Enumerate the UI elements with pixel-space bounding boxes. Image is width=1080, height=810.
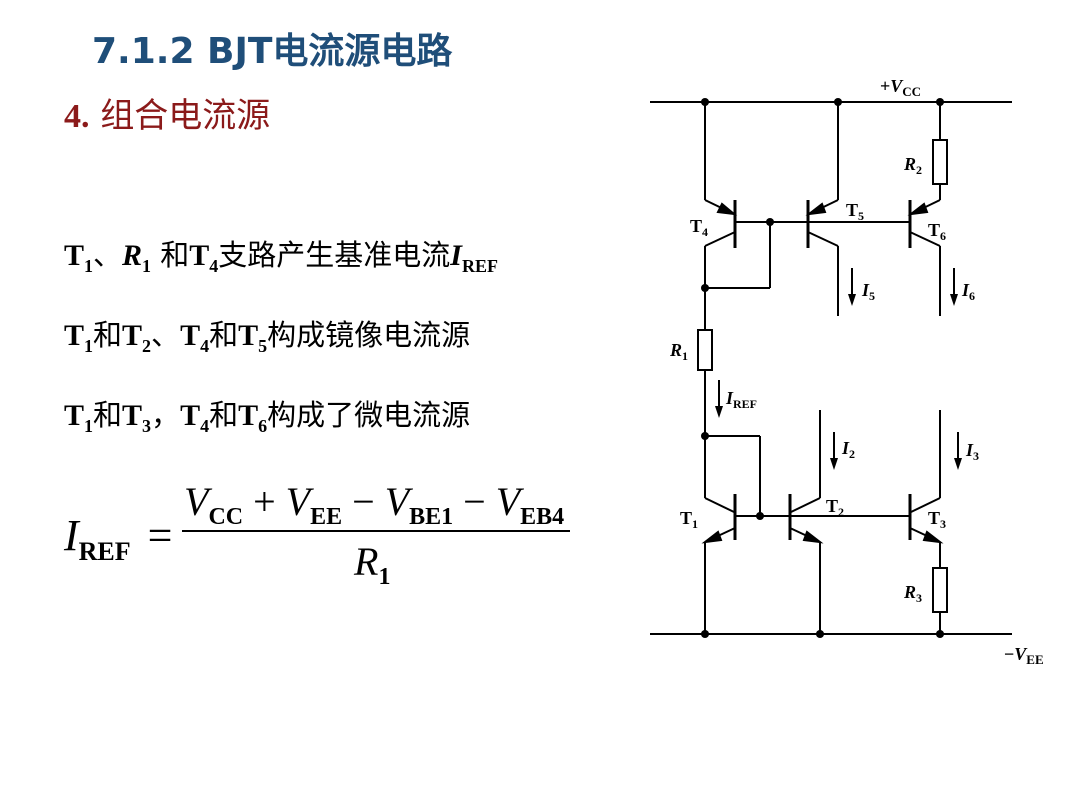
conjunction: 和 bbox=[93, 318, 123, 352]
conjunction: 和 bbox=[209, 398, 239, 432]
r3-label: R3 bbox=[903, 582, 922, 605]
r2-resistor bbox=[932, 139, 948, 185]
i5-label: I5 bbox=[861, 280, 875, 303]
separator: ， bbox=[151, 398, 181, 432]
subscript: 3 bbox=[142, 416, 152, 436]
text-line-1: T1、R1 和T4支路产生基准电流IREF bbox=[64, 232, 498, 277]
text-line-3: T1和T3，T4和T6构成了微电流源 bbox=[64, 392, 470, 437]
line-text: 构成镜像电流源 bbox=[267, 318, 471, 352]
section-title: 组合电流源 bbox=[100, 96, 271, 136]
r-symbol: R bbox=[354, 539, 379, 584]
subscript: 1 bbox=[84, 416, 94, 436]
subscript: 4 bbox=[209, 256, 219, 276]
subscript: REF bbox=[461, 256, 498, 276]
lhs-subscript: REF bbox=[78, 536, 131, 566]
section-heading: 4. 组合电流源 bbox=[64, 88, 270, 137]
t5-emitter-arrow bbox=[805, 202, 827, 216]
subscript: 5 bbox=[258, 336, 268, 356]
fraction-bar bbox=[182, 530, 570, 532]
operator: − bbox=[352, 479, 375, 524]
i2-label: I2 bbox=[841, 438, 855, 461]
t5-label: T5 bbox=[846, 200, 864, 223]
formula-denominator: R1 bbox=[354, 538, 390, 591]
subscript: 2 bbox=[142, 336, 152, 356]
v-symbol: V bbox=[285, 479, 311, 524]
t3-emitter-arrow bbox=[922, 530, 944, 544]
conjunction: 和 bbox=[93, 398, 123, 432]
r1-label: R1 bbox=[669, 340, 688, 363]
subscript: EB4 bbox=[520, 504, 565, 530]
r3-resistor bbox=[932, 567, 948, 613]
iref-label: IREF bbox=[725, 388, 757, 411]
subscript: 4 bbox=[200, 336, 210, 356]
t4-label: T4 bbox=[690, 216, 708, 239]
current-arrows bbox=[715, 268, 962, 470]
t4-emitter-arrow bbox=[716, 202, 738, 216]
subscript: BE1 bbox=[409, 504, 454, 530]
line-text: 构成了微电流源 bbox=[267, 398, 471, 432]
subscript: 6 bbox=[258, 416, 268, 436]
t3-label: T3 bbox=[928, 508, 946, 531]
t6-emitter-arrow bbox=[907, 202, 929, 216]
formula-lhs: IREF = bbox=[64, 510, 172, 567]
t1-symbol: T bbox=[64, 239, 85, 272]
vee-label: −VEE bbox=[1004, 644, 1044, 667]
r1-symbol: R bbox=[122, 239, 143, 272]
operator: + bbox=[253, 479, 276, 524]
v-symbol: V bbox=[495, 479, 521, 524]
i6-label: I6 bbox=[961, 280, 975, 303]
junction-dots bbox=[701, 98, 944, 638]
t2-label: T2 bbox=[826, 496, 844, 519]
operator: − bbox=[463, 479, 486, 524]
subscript: 1 bbox=[84, 336, 94, 356]
conjunction: 和 bbox=[151, 238, 190, 272]
t1-symbol: T bbox=[64, 399, 85, 432]
t1-symbol: T bbox=[64, 319, 85, 352]
r2-label: R2 bbox=[903, 154, 922, 177]
v-symbol: V bbox=[384, 479, 410, 524]
slide-title: 7.1.2 BJT电流源电路 bbox=[92, 31, 453, 72]
t1-label: T1 bbox=[680, 508, 698, 531]
r1-resistor bbox=[697, 329, 713, 371]
t3-symbol: T bbox=[122, 399, 143, 432]
text-line-2: T1和T2、T4和T5构成镜像电流源 bbox=[64, 312, 470, 357]
lhs-symbol: I bbox=[64, 511, 79, 560]
conjunction: 和 bbox=[209, 318, 239, 352]
t4-symbol: T bbox=[180, 399, 201, 432]
t6-symbol: T bbox=[238, 399, 259, 432]
subscript: 1 bbox=[378, 564, 391, 590]
formula-numerator: VCC + VEE − VBE1 − VEB4 bbox=[184, 478, 564, 531]
separator: 、 bbox=[151, 318, 181, 352]
i3-label: I3 bbox=[965, 440, 979, 463]
t5-symbol: T bbox=[238, 319, 259, 352]
t1-emitter-arrow bbox=[701, 530, 723, 544]
iref-symbol: I bbox=[450, 239, 462, 272]
equals-sign: = bbox=[147, 511, 173, 560]
t4-symbol: T bbox=[189, 239, 210, 272]
v-symbol: V bbox=[184, 479, 209, 524]
subscript: CC bbox=[208, 504, 244, 530]
subscript: EE bbox=[310, 504, 343, 530]
subscript: 1 bbox=[142, 256, 152, 276]
t6-label: T6 bbox=[928, 220, 946, 243]
subscript: 1 bbox=[84, 256, 94, 276]
t2-symbol: T bbox=[122, 319, 143, 352]
separator: 、 bbox=[93, 238, 123, 272]
t2-emitter-arrow bbox=[802, 530, 824, 544]
subscript: 4 bbox=[200, 416, 210, 436]
line-text: 支路产生基准电流 bbox=[218, 238, 451, 272]
t4-symbol: T bbox=[180, 319, 201, 352]
vcc-label: +VCC bbox=[880, 76, 921, 99]
section-number: 4. bbox=[64, 98, 90, 135]
